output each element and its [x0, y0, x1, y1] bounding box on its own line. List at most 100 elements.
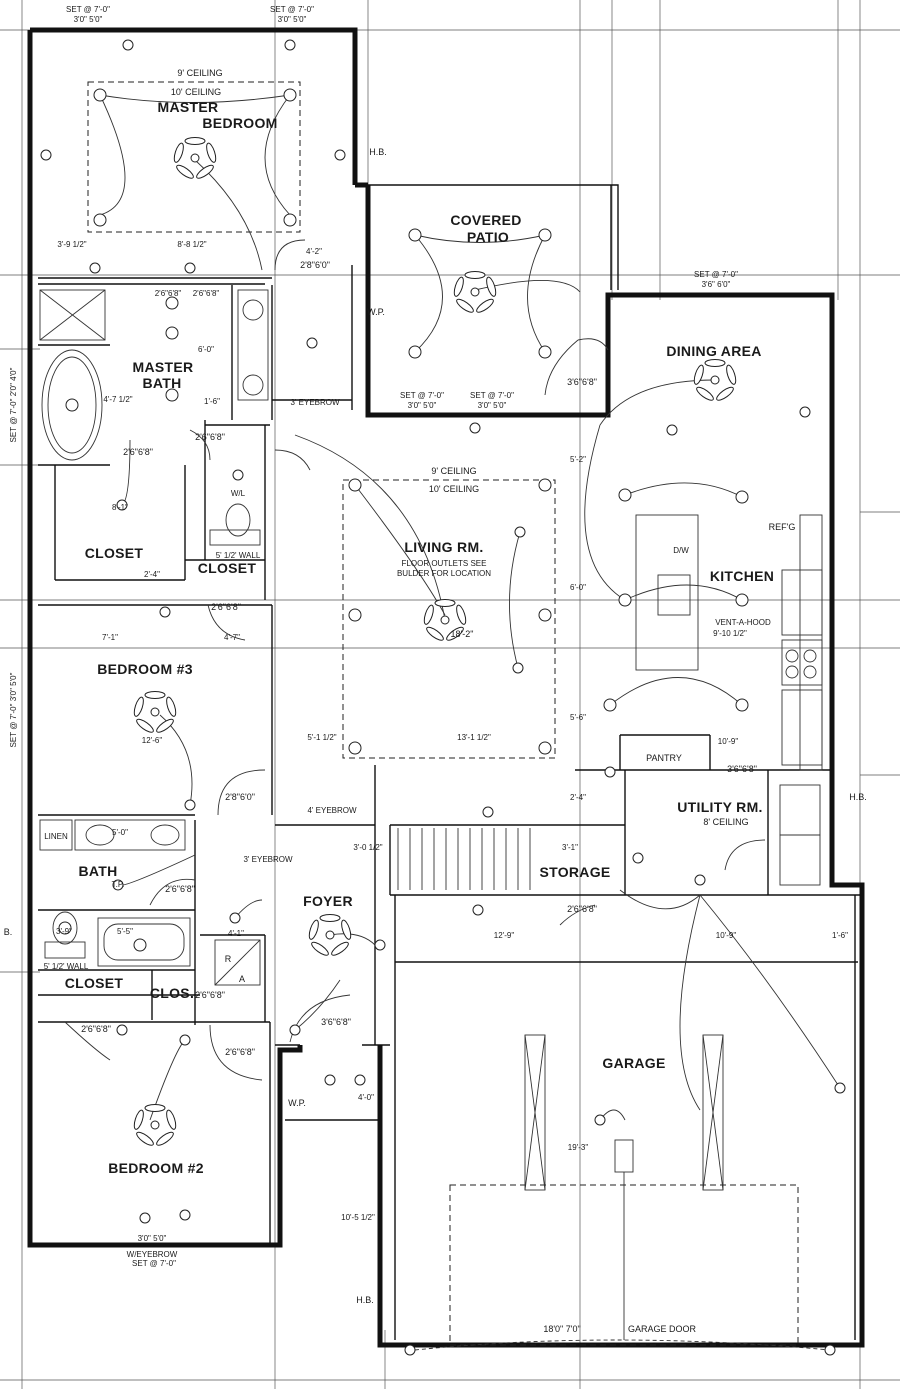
- garage-door-openers: [524, 1034, 724, 1340]
- recessed-light-icon: [348, 478, 362, 492]
- ceiling-fan-icon: [308, 914, 352, 956]
- pantry-label: PANTRY: [646, 753, 682, 763]
- light-icon: [179, 1034, 191, 1046]
- light-icon: [284, 39, 296, 51]
- light-icon: [116, 1024, 128, 1036]
- window-set-note: SET @ 7'-0" 2'0" 4'0": [9, 367, 18, 442]
- storage-label: STORAGE: [539, 864, 610, 880]
- light-icon: [632, 852, 644, 864]
- window-size-note: 3'0" 5'0": [408, 401, 437, 410]
- dimension: 4'-7 1/2": [103, 395, 132, 404]
- dimension: 2'6"6'8": [567, 904, 597, 914]
- half-wall-note: 5' 1/2' WALL: [216, 551, 261, 560]
- recessed-light-icon: [408, 345, 422, 359]
- weatherproof-note: W.P.: [288, 1098, 306, 1108]
- dimension: 3'6"6'8": [567, 377, 597, 387]
- dimension: 2'6"6'8": [123, 447, 153, 457]
- dimension: 12'-6": [142, 736, 163, 745]
- covered-patio-label-2: PATIO: [467, 229, 509, 245]
- hose-bib-note: H.B.: [849, 792, 867, 802]
- recessed-light-icon: [165, 388, 179, 402]
- room-labels: MASTER BEDROOM COVERED PATIO MASTER BATH…: [44, 99, 774, 1176]
- dimension: 5'-0": [112, 828, 128, 837]
- ceiling-fan-icon: [173, 137, 217, 179]
- window-set-note: SET @ 7'-0": [470, 391, 514, 400]
- bath-label: BATH: [78, 863, 117, 879]
- ceiling-fans: [133, 137, 737, 1146]
- dimension: 6'-0": [570, 583, 586, 592]
- light-icon: [306, 337, 318, 349]
- window-set-note: SET @ 7'-0" 3'0" 5'0": [9, 672, 18, 747]
- recessed-light-icon: [538, 345, 552, 359]
- tp-note: T.P.: [112, 880, 125, 889]
- recessed-light-icon: [618, 488, 632, 502]
- light-icon: [159, 606, 171, 618]
- eyebrow-note: 3' EYEBROW: [290, 398, 340, 407]
- light-icon: [232, 469, 244, 481]
- window-set-note: SET @ 7'-0": [66, 5, 110, 14]
- window-set-note: SET @ 7'-0": [400, 391, 444, 400]
- light-icon: [89, 262, 101, 274]
- dimension: 10'-9": [716, 931, 737, 940]
- dimension: 7'-1": [102, 633, 118, 642]
- light-icon: [116, 499, 128, 511]
- dimension: 2'6"6'8": [211, 602, 241, 612]
- weatherproof-note: W.P.: [367, 307, 385, 317]
- ceiling-note: 9' CEILING: [177, 68, 222, 78]
- floor-outlet-note: FLOOR OUTLETS SEE: [402, 559, 487, 568]
- clos-label: CLOS.: [150, 985, 194, 1001]
- dimension: 1'-6": [204, 397, 220, 406]
- recessed-light-icon: [408, 228, 422, 242]
- utility-ceiling-note: 8' CEILING: [703, 817, 748, 827]
- hose-bib-note: H.B.: [356, 1295, 374, 1305]
- dining-area-label: DINING AREA: [666, 343, 761, 359]
- dishwasher-label: D/W: [673, 546, 689, 555]
- dimension: 19'-3": [568, 1143, 589, 1152]
- dimension: 8'-1": [112, 503, 128, 512]
- dimension: 12'-9": [494, 931, 515, 940]
- bath-fixtures: [39, 289, 269, 986]
- covered-patio-label: COVERED: [450, 212, 521, 228]
- recessed-light-icon: [165, 326, 179, 340]
- dimension: 2'6"6'8": [195, 432, 225, 442]
- eyebrow-note: 3' EYEBROW: [243, 855, 293, 864]
- light-icon: [472, 904, 484, 916]
- dimension: 9'-10 1/2": [713, 629, 747, 638]
- dimension: 3'-1": [562, 843, 578, 852]
- master-bedroom-label: MASTER: [158, 99, 219, 115]
- attic-access-note: R: [225, 954, 232, 964]
- dimension: 3'-9": [56, 927, 72, 936]
- light-icon: [184, 262, 196, 274]
- light-icon: [179, 1209, 191, 1221]
- light-icon: [139, 1212, 151, 1224]
- dimension: 3'-0 1/2": [353, 843, 382, 852]
- utility-room-label: UTILITY RM.: [677, 799, 762, 815]
- dimension: 2'-4": [144, 570, 160, 579]
- dimension: 2'6"6'8": [155, 289, 182, 298]
- recessed-light-icon: [735, 698, 749, 712]
- window-set-note: SET @ 7'-0": [694, 270, 738, 279]
- hall-closet-label: CLOSET: [65, 975, 124, 991]
- wl-note: W/L: [231, 489, 246, 498]
- recessed-light-icon: [93, 213, 107, 227]
- light-fixtures: [40, 39, 846, 1356]
- recessed-light-icon: [735, 490, 749, 504]
- half-wall-note: 5' 1/2' WALL: [44, 962, 89, 971]
- recessed-light-icon: [283, 88, 297, 102]
- master-bath-label: MASTER: [133, 359, 194, 375]
- dimension: 5'-6": [570, 713, 586, 722]
- dimension: 3'6"6'8": [321, 1017, 351, 1027]
- recessed-light-icon: [133, 938, 147, 952]
- ceiling-fan-icon: [133, 691, 177, 733]
- eyebrow-note: 4' EYEBROW: [307, 806, 357, 815]
- recessed-light-icon: [283, 213, 297, 227]
- dimension: 2'6"6'8": [81, 1024, 111, 1034]
- fridge-label: REF'G: [769, 522, 796, 532]
- dimension: 2'6"6'8": [165, 884, 195, 894]
- dimension: 2'8"6'0": [300, 260, 330, 270]
- dimension: 2'6"6'8": [193, 289, 220, 298]
- light-icon: [122, 39, 134, 51]
- dimension: 18'-2": [451, 629, 474, 639]
- dimensions: 3'-9 1/2" 8'-8 1/2" 4'-2" 2'8"6'0" 2'6"6…: [56, 240, 848, 1222]
- light-icon: [482, 806, 494, 818]
